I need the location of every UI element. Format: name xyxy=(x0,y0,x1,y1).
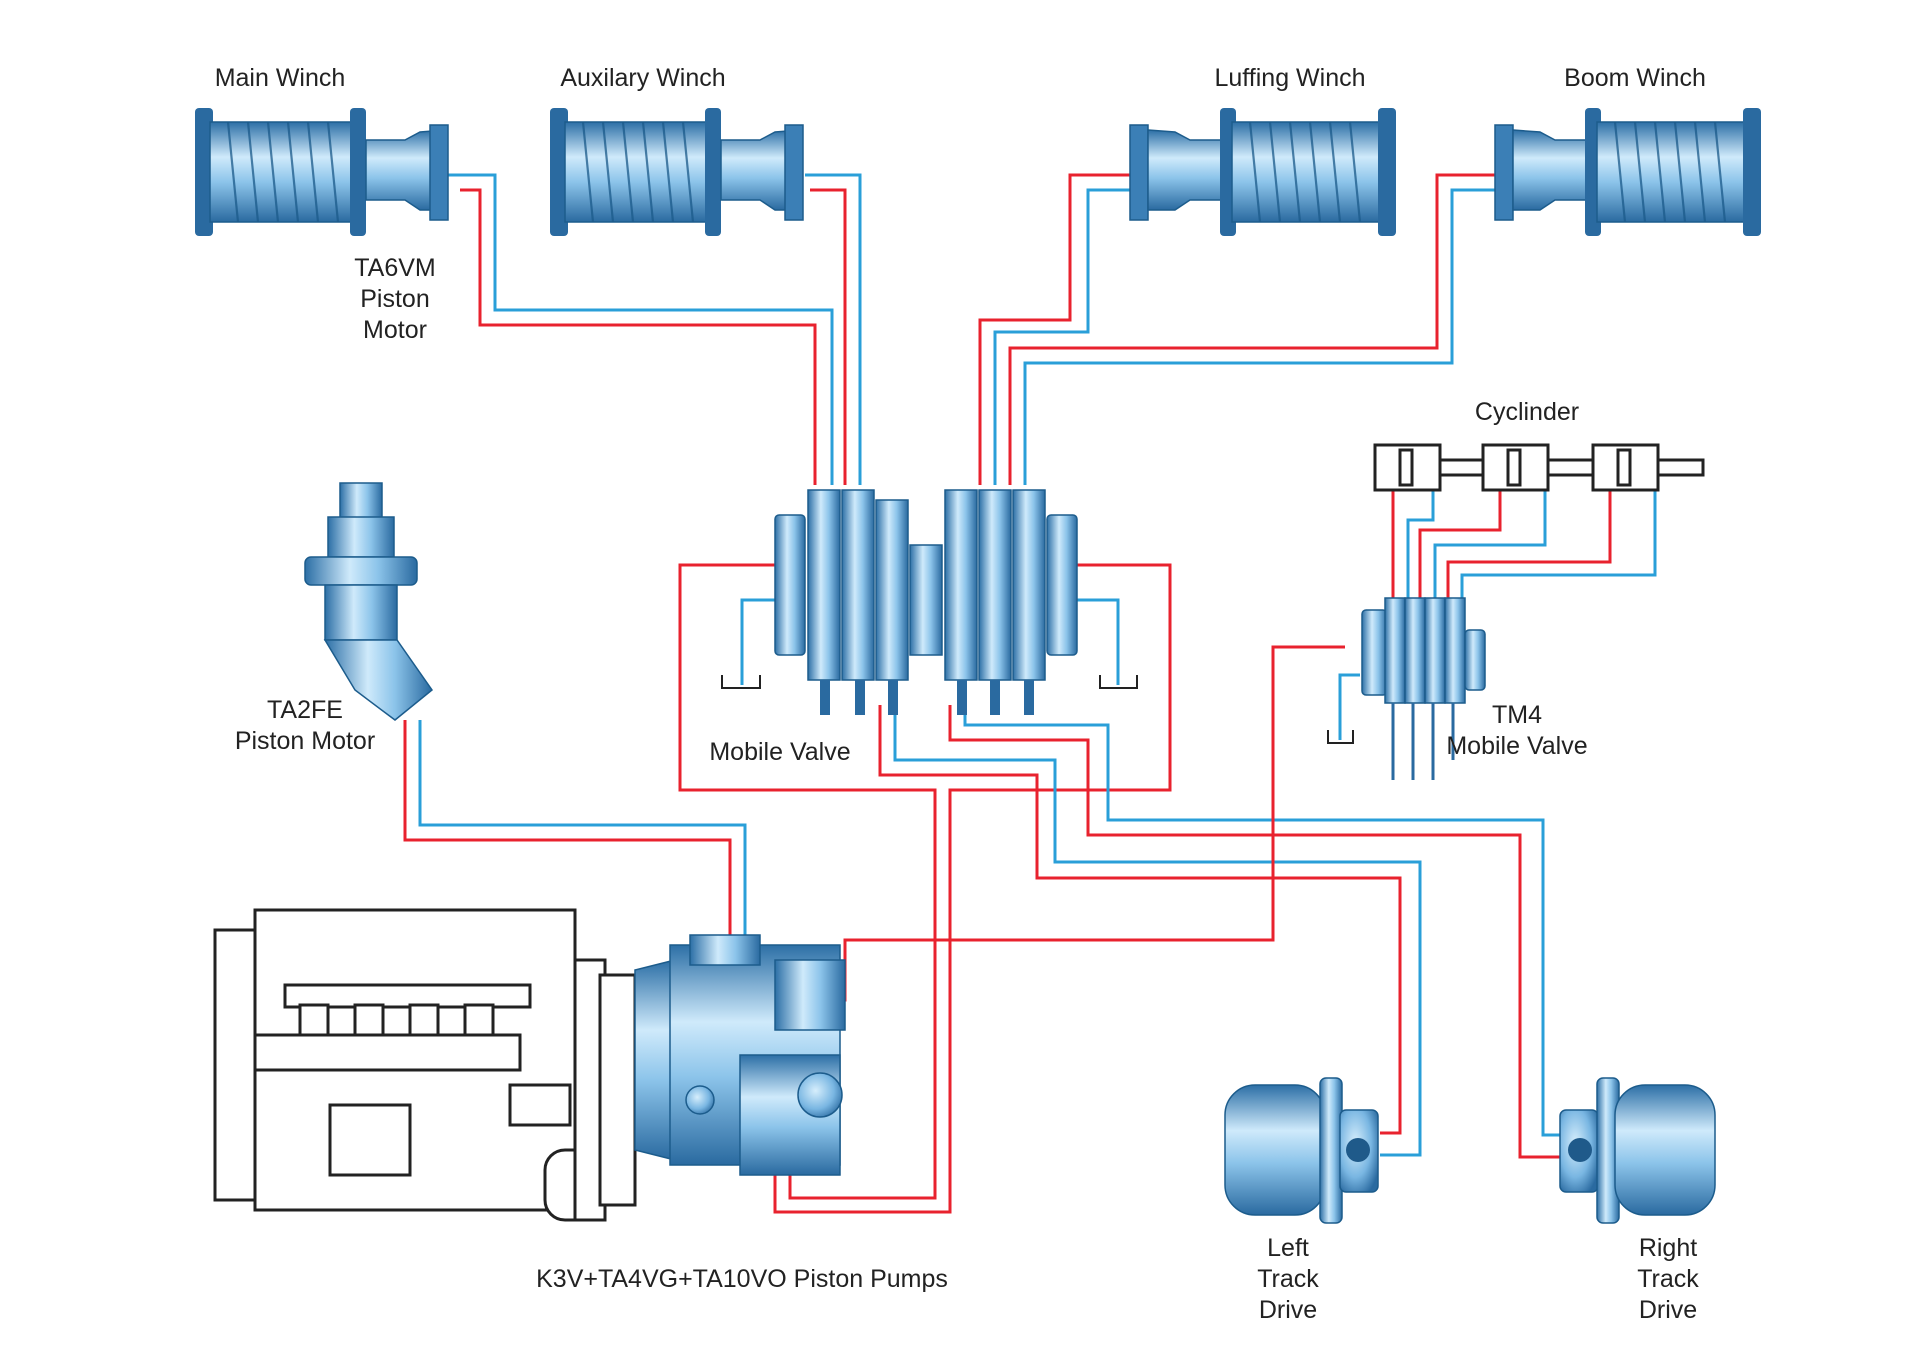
label-tm4-line2: Mobile Valve xyxy=(1446,732,1587,760)
label-left-track-line3: Drive xyxy=(1259,1296,1317,1324)
piston-pumps xyxy=(634,934,846,1176)
label-right-track-line3: Drive xyxy=(1639,1296,1697,1324)
labels: Main Winch Auxilary Winch Luffing Winch … xyxy=(215,64,1706,1324)
line-main-winch-return xyxy=(445,173,834,485)
line-ta2fe-pressure xyxy=(403,720,732,945)
line-boom-winch-return xyxy=(1023,188,1495,485)
line-aux-winch-pressure xyxy=(810,188,847,485)
label-left-track-line1: Left xyxy=(1267,1234,1309,1262)
tank-right xyxy=(1099,675,1138,689)
line-valve-right-loop xyxy=(773,563,1172,1214)
label-ta2fe-line2: Piston Motor xyxy=(235,727,375,755)
label-ta6vm-line2: Piston xyxy=(360,285,429,313)
line-cyl1-return xyxy=(1406,490,1435,655)
auxiliary-winch xyxy=(550,108,804,236)
boom-winch xyxy=(1494,108,1761,236)
label-cylinder: Cyclinder xyxy=(1475,398,1579,426)
line-left-track-return xyxy=(893,705,1422,1157)
label-mobile-valve: Mobile Valve xyxy=(709,738,850,766)
left-track-drive xyxy=(1224,1077,1379,1224)
label-ta2fe-line1: TA2FE xyxy=(267,696,343,724)
cylinder-3 xyxy=(1591,443,1705,492)
line-cyl3-return xyxy=(1460,490,1657,655)
label-pumps: K3V+TA4VG+TA10VO Piston Pumps xyxy=(536,1265,948,1293)
right-track-drive xyxy=(1559,1077,1716,1224)
line-valve-left-loop xyxy=(678,563,937,1200)
line-main-winch-pressure xyxy=(460,188,817,485)
label-tm4-line1: TM4 xyxy=(1492,701,1542,729)
ta2fe-piston-motor xyxy=(304,482,434,721)
label-right-track-line2: Track xyxy=(1637,1265,1699,1293)
line-valve-right-tank xyxy=(1075,598,1120,685)
tank-left xyxy=(721,675,761,689)
cylinders xyxy=(1373,443,1705,492)
line-boom-winch-pressure xyxy=(1008,173,1495,485)
mobile-valve xyxy=(774,489,1078,715)
line-ta2fe-return xyxy=(418,720,747,945)
line-luff-winch-return xyxy=(993,188,1130,485)
cylinder-1 xyxy=(1373,443,1487,492)
line-right-track-pressure xyxy=(948,705,1560,1159)
luffing-winch xyxy=(1129,108,1396,236)
tm4-mobile-valve xyxy=(1361,597,1486,780)
engine xyxy=(213,908,637,1222)
label-left-track-line2: Track xyxy=(1257,1265,1319,1293)
label-main-winch: Main Winch xyxy=(215,64,346,92)
label-right-track-line1: Right xyxy=(1639,1234,1697,1262)
label-auxiliary-winch: Auxilary Winch xyxy=(560,64,725,92)
main-winch xyxy=(195,108,449,236)
tank-tm4 xyxy=(1327,730,1354,744)
line-tm4-tank xyxy=(1338,673,1360,740)
cylinder-2 xyxy=(1481,443,1595,492)
line-valve-left-tank xyxy=(740,598,780,685)
line-aux-winch-return xyxy=(805,173,862,485)
label-luffing-winch: Luffing Winch xyxy=(1214,64,1365,92)
line-luff-winch-pressure xyxy=(978,173,1130,485)
label-ta6vm-line3: Motor xyxy=(363,316,427,344)
label-ta6vm-line1: TA6VM xyxy=(354,254,436,282)
line-cyl2-pressure xyxy=(1418,490,1502,655)
line-left-track-pressure xyxy=(878,705,1402,1135)
line-right-track-return xyxy=(963,705,1560,1137)
label-boom-winch: Boom Winch xyxy=(1564,64,1706,92)
